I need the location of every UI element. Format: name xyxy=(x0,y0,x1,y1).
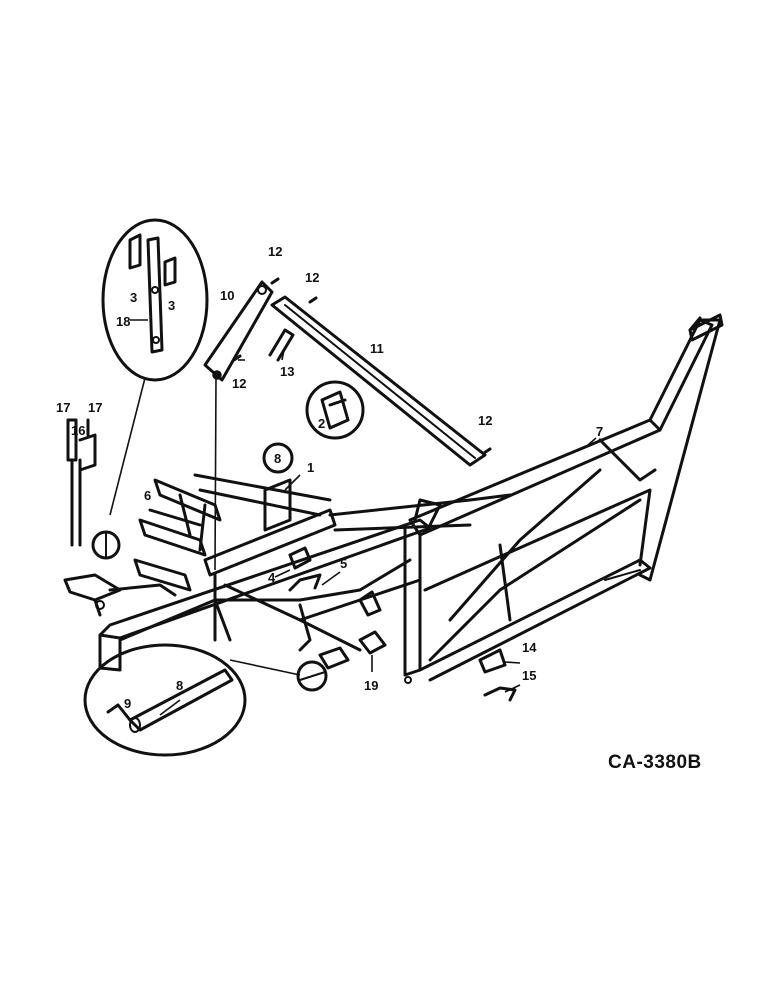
callout-12b: 12 xyxy=(305,270,319,285)
detail-circle-small-left xyxy=(91,530,121,560)
callout-17a: 17 xyxy=(56,400,70,415)
callout-8-circle: 8 xyxy=(274,451,281,466)
small-parts xyxy=(232,277,517,702)
callout-12a: 12 xyxy=(268,244,282,259)
callout-2: 2 xyxy=(318,416,325,431)
detail-circle-top xyxy=(101,218,209,516)
callout-3a: 3 xyxy=(130,290,137,305)
callout-10: 10 xyxy=(220,288,234,303)
detail-circle-shaft xyxy=(83,643,301,757)
rear-frame xyxy=(403,313,724,684)
plate-10 xyxy=(203,280,274,571)
callout-17b: 17 xyxy=(88,400,102,415)
callout-4: 4 xyxy=(268,570,276,585)
main-frame xyxy=(63,473,512,672)
brace-bar-11 xyxy=(270,295,487,467)
bracket-16-17 xyxy=(66,418,97,547)
detail-circle-2 xyxy=(305,380,365,440)
detail-circle-small-right xyxy=(296,660,328,692)
callout-labels: 1 2 3 3 4 5 6 7 8 9 10 11 12 12 12 12 13… xyxy=(56,244,603,711)
callout-11: 11 xyxy=(370,341,384,356)
callout-9: 9 xyxy=(124,696,131,711)
callout-3b: 3 xyxy=(168,298,175,313)
callout-12c: 12 xyxy=(232,376,246,391)
callout-6: 6 xyxy=(144,488,151,503)
detail-circle-8-marker xyxy=(262,442,294,474)
callout-5: 5 xyxy=(340,556,347,571)
callout-13: 13 xyxy=(280,364,294,379)
callout-7: 7 xyxy=(596,424,603,439)
callout-19: 19 xyxy=(364,678,378,693)
callout-12d: 12 xyxy=(478,413,492,428)
callout-16: 16 xyxy=(71,423,85,438)
callout-8: 8 xyxy=(176,678,183,693)
callout-14: 14 xyxy=(522,640,537,655)
callout-15: 15 xyxy=(522,668,536,683)
leader-lines xyxy=(130,319,597,716)
drawing-code: CA-3380B xyxy=(608,752,702,773)
callout-18: 18 xyxy=(116,314,130,329)
callout-1: 1 xyxy=(307,460,314,475)
